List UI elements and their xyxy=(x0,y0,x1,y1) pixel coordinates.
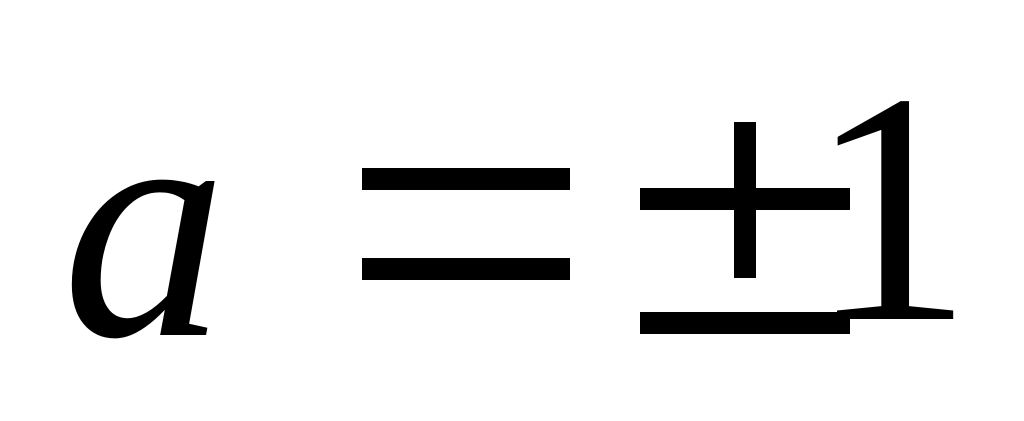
equals-bar-bottom xyxy=(362,258,570,280)
plus-bar-vertical xyxy=(734,122,756,278)
formula-value: 1 xyxy=(808,26,973,391)
formula-variable: a xyxy=(62,42,227,407)
minus-bar xyxy=(640,312,850,334)
equals-bar-top xyxy=(362,168,570,190)
